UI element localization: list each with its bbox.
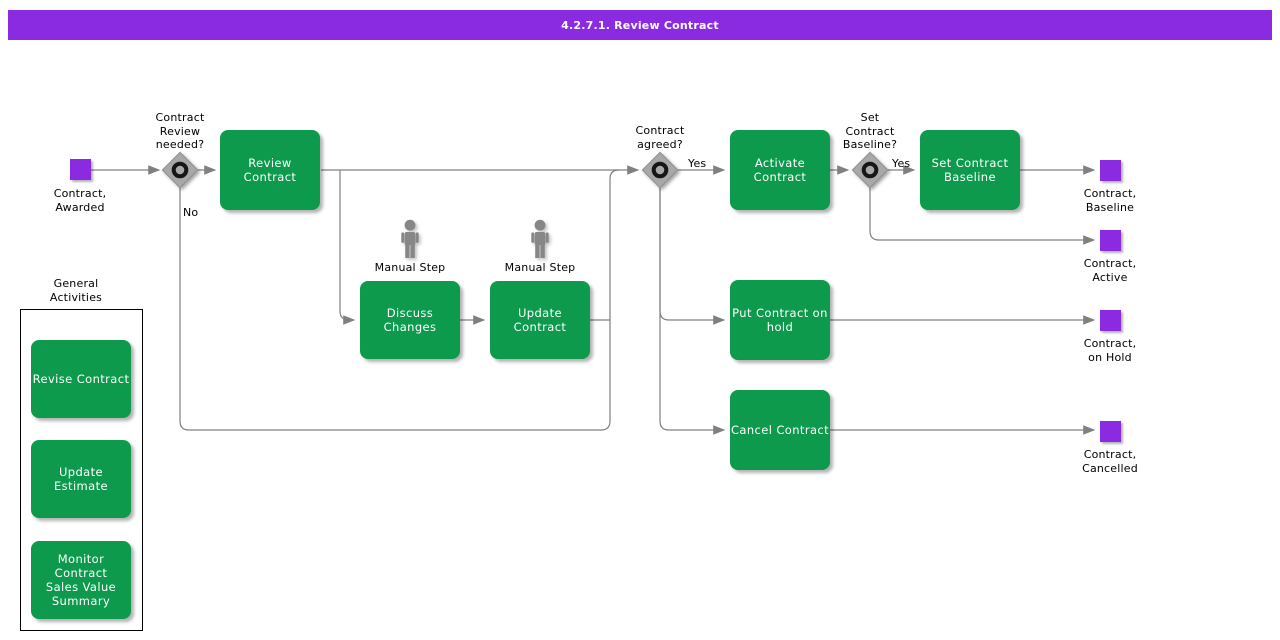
task-set-contract-baseline-label: Set Contract Baseline [931,156,1009,184]
task-discuss-changes-label: Discuss Changes [383,306,437,334]
event-contract-on-hold[interactable] [1100,310,1121,331]
task-review-contract[interactable]: Review Contract [220,130,320,210]
branch-yes-label: Yes [892,157,911,170]
gateway-set-baseline-label: Set Contract Baseline? [842,111,898,151]
gateway-diamond-icon [851,151,889,189]
event-contract-baseline[interactable] [1100,160,1121,181]
event-contract-cancelled[interactable] [1100,421,1121,442]
task-cancel-contract-label: Cancel Contract [730,423,830,437]
task-cancel-contract[interactable]: Cancel Contract [730,390,830,470]
task-update-contract[interactable]: Update Contract [490,281,590,359]
event-contract-cancelled-label: Contract, Cancelled [1082,448,1138,475]
gateway-review-needed [158,148,202,192]
event-contract-awarded[interactable] [70,159,91,180]
diagram-title: 4.2.7.1. Review Contract [561,18,719,32]
diagram-title-bar: 4.2.7.1. Review Contract [8,10,1272,40]
gateway-review-needed-label: Contract Review needed? [155,111,205,151]
task-activate-contract-label: Activate Contract [753,156,807,184]
manual-step-icon [525,219,555,261]
gateway-diamond-icon [641,151,679,189]
task-put-contract-on-hold[interactable]: Put Contract on hold [730,280,830,360]
task-monitor-contract-sales-value-summary-label: Monitor Contract Sales Value Summary [45,552,117,608]
manual-step-label: Manual Step [504,261,576,274]
gateway-set-baseline [848,148,892,192]
task-update-estimate[interactable]: Update Estimate [31,440,131,518]
task-activate-contract[interactable]: Activate Contract [730,130,830,210]
event-contract-baseline-label: Contract, Baseline [1083,187,1137,214]
task-update-contract-label: Update Contract [513,306,567,334]
task-update-estimate-label: Update Estimate [54,465,108,493]
gateway-contract-agreed-label: Contract agreed? [635,124,685,151]
event-contract-active-label: Contract, Active [1083,257,1137,284]
task-revise-contract[interactable]: Revise Contract [31,340,131,418]
task-discuss-changes[interactable]: Discuss Changes [360,281,460,359]
branch-yes-label: Yes [688,157,707,170]
gateway-contract-agreed [638,148,682,192]
manual-step-label: Manual Step [374,261,446,274]
task-set-contract-baseline[interactable]: Set Contract Baseline [920,130,1020,210]
task-review-contract-label: Review Contract [243,156,297,184]
event-contract-awarded-label: Contract, Awarded [53,187,107,214]
task-monitor-contract-sales-value-summary[interactable]: Monitor Contract Sales Value Summary [31,541,131,619]
event-contract-on-hold-label: Contract, on Hold [1083,337,1137,364]
task-put-contract-on-hold-label: Put Contract on hold [732,306,828,334]
task-revise-contract-label: Revise Contract [32,372,130,386]
event-contract-active[interactable] [1100,230,1121,251]
branch-no-label: No [183,206,199,219]
gateway-diamond-icon [161,151,199,189]
general-activities-title: General Activities [49,277,103,304]
manual-step-icon [395,219,425,261]
